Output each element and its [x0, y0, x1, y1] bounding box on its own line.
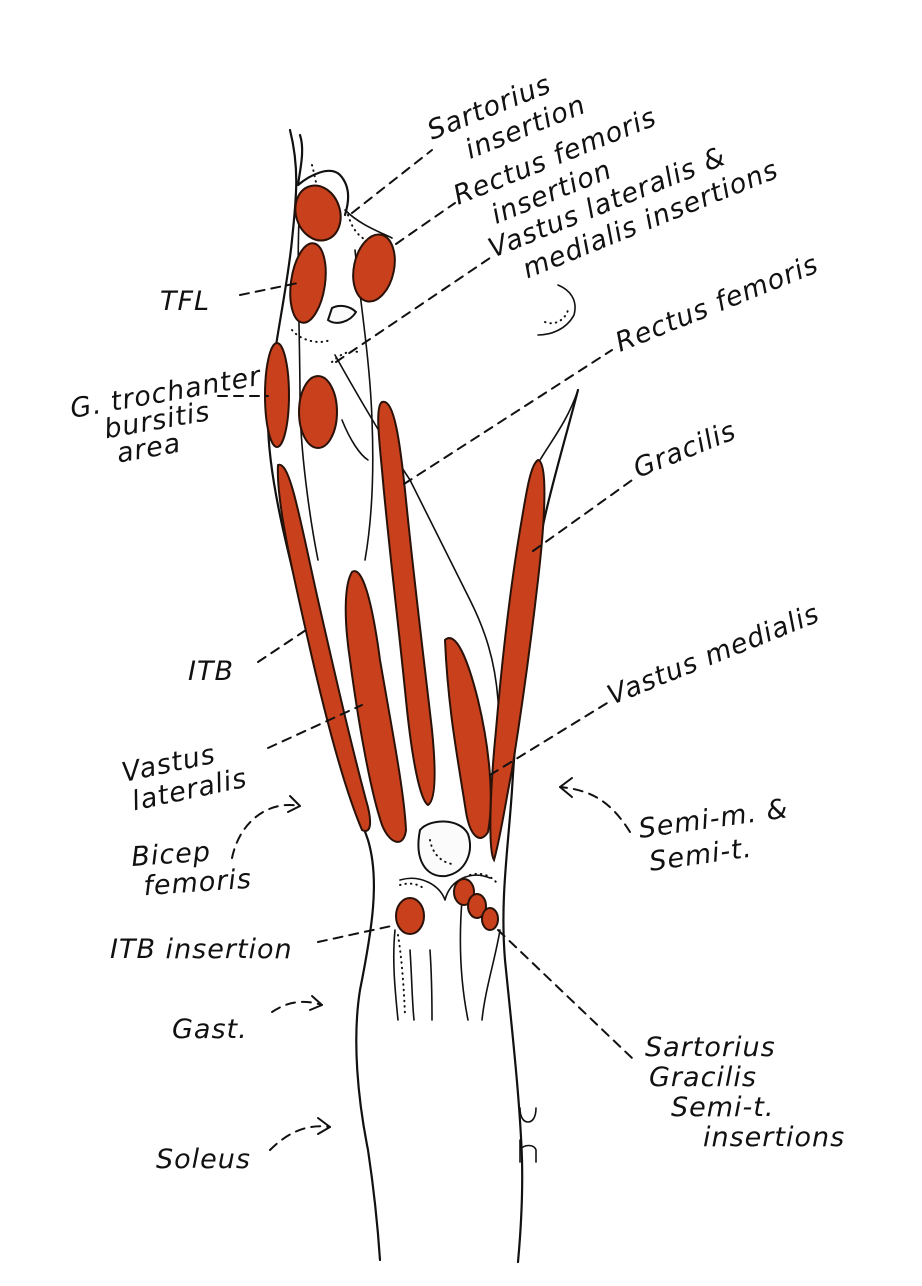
artist-signature — [519, 1107, 537, 1163]
sartorius-insertion-muscle — [294, 184, 342, 242]
label-gracilis: Gracilis — [629, 415, 741, 484]
rectus-femoris-insertion-muscle — [352, 233, 396, 303]
gracilis-insertion-knee — [467, 893, 487, 919]
label-soleus: Soleus — [156, 1144, 251, 1175]
gracilis-muscle — [489, 458, 546, 863]
label-gast: Gast. — [172, 1014, 248, 1045]
vastus-insertion-muscle — [298, 375, 338, 449]
tfl-muscle — [289, 242, 327, 324]
semi-t-insertion-knee — [481, 907, 499, 931]
vastus-lateralis-muscle — [344, 570, 408, 843]
label-g-trochanter: G. trochanter bursitis area — [68, 359, 282, 476]
label-bicep-femoris: Bicep femoris — [130, 834, 253, 903]
label-tfl: TFL — [160, 286, 210, 317]
g-trochanter-muscle — [264, 342, 290, 448]
itb-muscle — [276, 463, 372, 832]
label-itb: ITB — [188, 656, 234, 687]
rectus-femoris-muscle — [377, 400, 436, 807]
label-pes-insertions: Sartorius Gracilis Semi-t. insertions — [645, 1032, 845, 1153]
leader-lines — [217, 149, 636, 1151]
label-semi-m-semi-t: Semi-m. & Semi-t. — [637, 792, 805, 879]
label-rectus-femoris: Rectus femoris — [611, 249, 823, 359]
itb-insertion-muscle — [395, 897, 425, 935]
vastus-medialis-muscle — [443, 637, 492, 839]
label-vastus-medialis: Vastus medialis — [603, 598, 824, 711]
label-vastus-lateralis: Vastus lateralis — [119, 733, 250, 818]
muscle-group — [264, 184, 546, 935]
labels: Sartorius insertion Rectus femoris inser… — [68, 69, 845, 1175]
label-itb-insertion: ITB insertion — [110, 934, 293, 965]
